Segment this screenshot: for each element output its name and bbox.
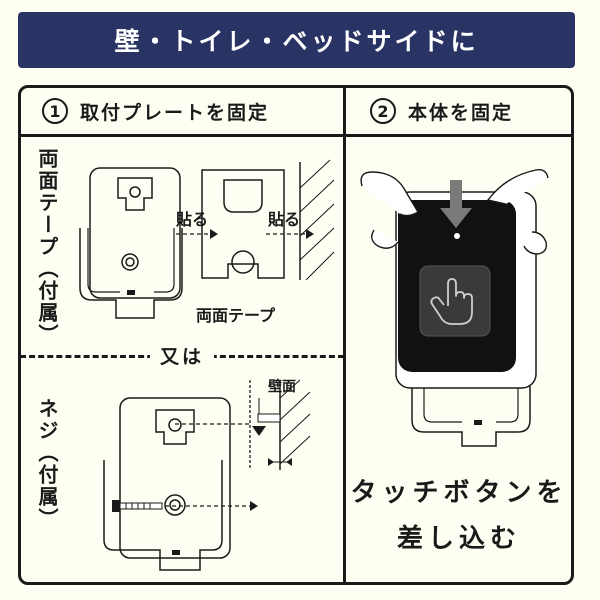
tape-method-label: 両面テープ（付属） [35,148,59,346]
page-header: 壁・トイレ・ベッドサイドに [18,12,575,68]
paste-label-1: 貼る [176,210,209,229]
caption-line-1: タッチボタンを [350,478,568,508]
caption-line-2: 差し込む [396,524,521,554]
screw-method-label: ネジ（付属） [35,398,59,530]
step1-number: 1 [42,98,68,124]
step1-title-rule [20,134,344,137]
wall-label: 壁面 [268,379,296,395]
step1-title: 1 取付プレートを固定 [42,94,269,128]
step2-number: 2 [370,98,396,124]
separator-label: 又は [150,342,215,369]
panel-divider [343,85,346,585]
push-arrow-icon [440,180,472,228]
screw-icon [112,500,163,512]
step2-title-text: 本体を固定 [408,101,514,124]
tape-label: 両面テープ [196,306,276,325]
hand-pointer-icon [430,278,473,325]
step2-title-rule [346,134,572,137]
header-title: 壁・トイレ・ベッドサイドに [114,27,479,56]
step1-title-text: 取付プレートを固定 [80,101,270,124]
step2-title: 2 本体を固定 [370,94,513,128]
paste-label-2: 貼る [268,210,301,229]
